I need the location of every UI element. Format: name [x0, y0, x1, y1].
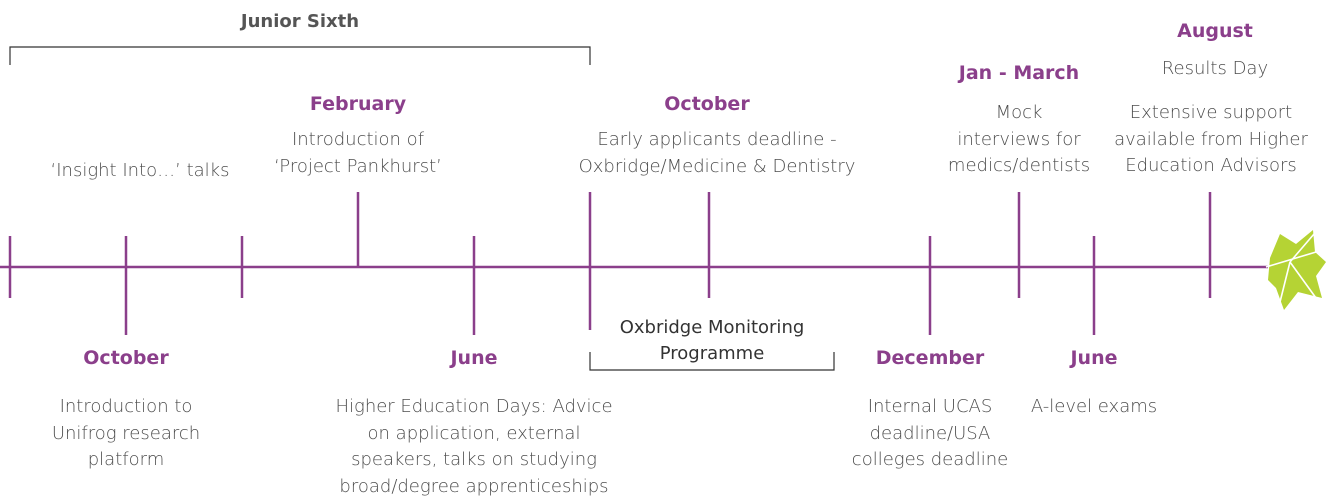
jan-march-label: Jan - March	[958, 62, 1080, 84]
june-lower-text: Higher Education Days: Advice on applica…	[335, 396, 613, 497]
december-label: December	[875, 347, 985, 369]
october-lower-text: Introduction to Unifrog research platfor…	[51, 396, 201, 470]
oxbridge-note: Oxbridge Monitoring Programme	[619, 317, 805, 364]
jan-march-text: Mock interviews for medics/dentists	[947, 102, 1091, 176]
june-alevel-label: June	[1070, 347, 1118, 369]
october-lower-label: October	[83, 347, 169, 369]
august-label: August	[1177, 20, 1253, 42]
october-upper-label: October	[664, 93, 750, 115]
junior-sixth-bracket	[9, 46, 591, 65]
october-upper-text: Early applicants deadline - Oxbridge/Med…	[578, 129, 856, 177]
june-lower-label: June	[450, 347, 498, 369]
alevel-exams-text: A-level exams	[1030, 396, 1158, 417]
insight-talks-text: ‘Insight Into…’ talks	[50, 160, 230, 181]
ivy-leaf-icon	[1265, 230, 1326, 310]
december-text: Internal UCAS deadline/USA colleges dead…	[851, 396, 1009, 470]
extensive-support-text: Extensive support available from Higher …	[1114, 102, 1308, 176]
february-text: Introduction of ‘Project Pankhurst’	[274, 129, 442, 177]
junior-sixth-title: Junior Sixth	[240, 11, 360, 32]
results-day-text: Results Day	[1161, 58, 1269, 79]
oxbridge-bracket	[589, 352, 835, 371]
february-label: February	[309, 93, 407, 115]
